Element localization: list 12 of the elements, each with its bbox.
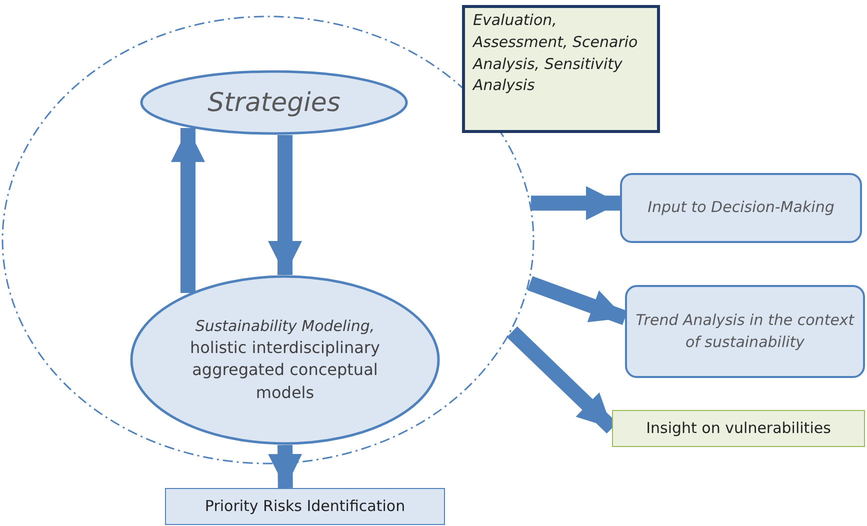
node-text: holistic interdisciplinary aggregated conceptual models (188, 336, 381, 404)
text-box: Priority Risks Identification (165, 488, 445, 525)
text-box: Insight on vulnerabilities (612, 410, 865, 447)
block-arrow (531, 186, 620, 220)
node-text: Strategies (206, 86, 342, 120)
node-text: Sustainability Modeling, (194, 316, 376, 337)
rounded-box: Trend Analysis in the context of sustainability (625, 285, 865, 378)
block-arrow (268, 135, 302, 275)
block-arrow (268, 444, 302, 488)
block-arrow (170, 128, 205, 294)
rounded-box: Input to Decision-Making (620, 173, 862, 243)
text-box: Evaluation, Assessment, Scenario Analysis, Sensitivity Analysis (462, 5, 660, 133)
